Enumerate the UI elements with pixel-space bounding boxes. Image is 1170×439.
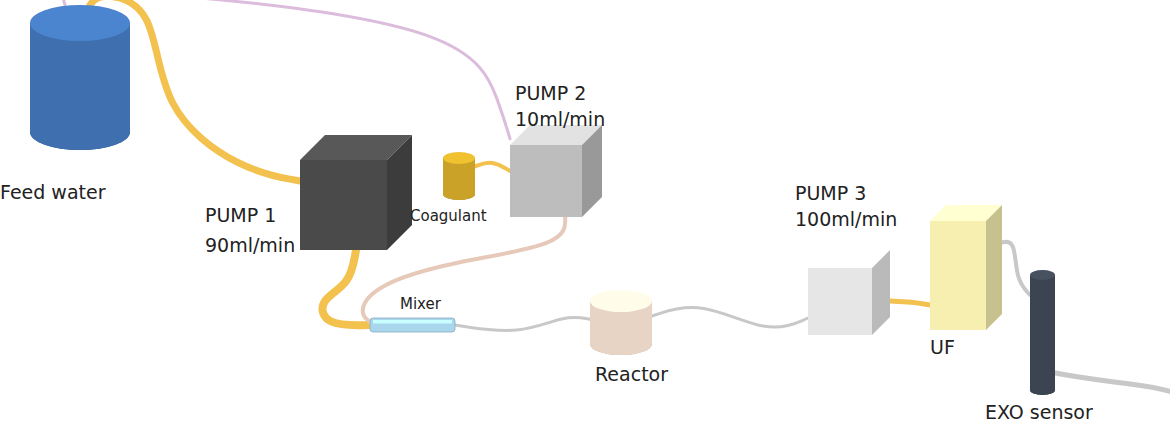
cylinder-body <box>1030 275 1055 390</box>
node-label: PUMP 190ml/min <box>205 200 295 260</box>
pump-box-shape <box>300 135 412 250</box>
node-name: Mixer <box>400 295 441 314</box>
tube-connector <box>64 0 510 139</box>
pump-box: PUMP 190ml/min <box>300 135 412 250</box>
outlet-tube <box>1050 372 1170 392</box>
tube-connector <box>1002 242 1030 295</box>
feed-water-tank: Feed water <box>30 5 130 150</box>
cylinder-top <box>443 152 475 164</box>
box-side <box>582 125 602 217</box>
feed-water-tank-shape <box>30 5 130 150</box>
flow-rate: 100ml/min <box>795 206 897 232</box>
node-name: Feed water <box>0 180 106 204</box>
tube-connector <box>652 308 808 328</box>
node-name: PUMP 3 <box>795 180 897 206</box>
node-label: Reactor <box>595 362 668 386</box>
coagulant-tank: Coagulant <box>443 152 475 200</box>
node-name: Coagulant <box>410 207 487 226</box>
flow-rate: 90ml/min <box>205 230 295 260</box>
tube-connector <box>475 163 510 171</box>
node-label: EXO sensor <box>985 400 1093 424</box>
uf-module-shape <box>930 205 1002 330</box>
node-name: EXO sensor <box>985 400 1093 424</box>
pump-box: PUMP 210ml/min <box>510 125 602 217</box>
cylinder-top <box>30 5 130 41</box>
cylinder-top <box>590 290 652 312</box>
reactor-vessel: Reactor <box>590 290 652 355</box>
exo-sensor-shape <box>1030 270 1055 395</box>
mixer-tube-shape <box>370 318 455 332</box>
box-front <box>300 160 387 250</box>
cylinder-top <box>1030 270 1055 280</box>
pump-box-shape <box>510 125 602 217</box>
uf-module: UF <box>930 205 1002 330</box>
mixer-tube: Mixer <box>370 318 455 332</box>
flow-rate: 10ml/min <box>515 106 605 132</box>
node-name: UF <box>930 335 955 359</box>
mixer-body <box>370 318 455 332</box>
node-label: PUMP 3100ml/min <box>795 180 897 232</box>
node-label: PUMP 210ml/min <box>515 80 605 132</box>
tube-connector <box>455 318 590 331</box>
pump-box-shape <box>808 250 890 335</box>
node-label: UF <box>930 335 955 359</box>
reactor-vessel-shape <box>590 290 652 355</box>
box-front <box>930 221 986 330</box>
cylinder-body <box>1030 275 1055 390</box>
tube-connector <box>890 301 930 305</box>
mixer-highlight <box>373 320 452 324</box>
box-front <box>510 145 582 217</box>
exo-sensor: EXO sensor <box>1030 270 1055 395</box>
coagulant-tank-shape <box>443 152 475 200</box>
box-side <box>387 135 412 250</box>
node-name: PUMP 2 <box>515 80 605 106</box>
node-label: Mixer <box>400 295 441 314</box>
box-side <box>872 250 890 335</box>
pump-box: PUMP 3100ml/min <box>808 250 890 335</box>
node-name: Reactor <box>595 362 668 386</box>
node-label: Feed water <box>0 180 106 204</box>
node-name: PUMP 1 <box>205 200 295 230</box>
box-side <box>986 205 1002 330</box>
node-label: Coagulant <box>410 207 487 226</box>
box-front <box>808 268 872 335</box>
